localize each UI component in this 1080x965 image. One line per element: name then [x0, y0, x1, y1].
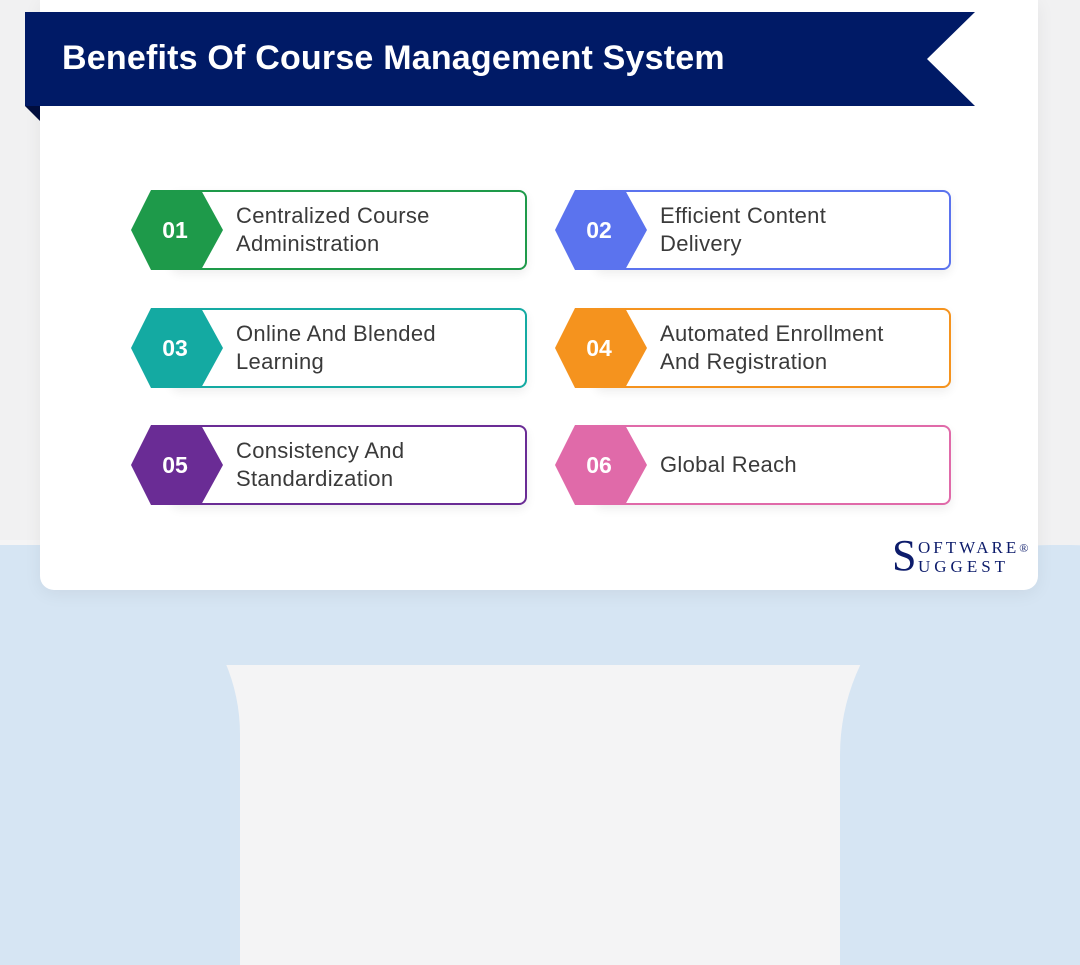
background-right-panel	[1038, 0, 1080, 545]
hexagon-badge-icon	[131, 425, 223, 505]
benefit-box	[171, 190, 527, 270]
title-banner: Benefits Of Course Management System	[25, 12, 975, 121]
benefit-label-line2: Administration	[236, 231, 380, 256]
benefit-item-06: 06 Global Reach	[555, 425, 951, 505]
page-title: Benefits Of Course Management System	[62, 39, 725, 77]
benefit-number: 05	[162, 452, 188, 478]
softwaresuggest-logo: S OFTWARE® UGGEST	[892, 531, 1032, 580]
benefit-label-line1: Consistency And	[236, 438, 405, 463]
ribbon-shape	[25, 12, 975, 121]
benefit-label-line1: Global Reach	[660, 452, 797, 477]
benefit-box	[595, 308, 951, 388]
benefit-label-line1: Automated Enrollment	[660, 321, 884, 346]
benefit-box	[595, 190, 951, 270]
logo-initial: S	[892, 531, 917, 580]
benefit-number: 02	[586, 217, 612, 243]
hexagon-badge-icon	[555, 308, 647, 388]
hexagon-badge-icon	[131, 190, 223, 270]
benefit-label-line2: Delivery	[660, 231, 742, 256]
benefit-label-line1: Efficient Content	[660, 203, 827, 228]
benefit-label-line2: Standardization	[236, 466, 394, 491]
benefit-box	[171, 425, 527, 505]
benefit-label-line2: Learning	[236, 349, 325, 374]
hexagon-badge-icon	[555, 425, 647, 505]
benefit-box	[171, 308, 527, 388]
benefit-label-line1: Centralized Course	[236, 203, 430, 228]
benefit-number: 01	[162, 217, 188, 243]
registered-mark-icon: ®	[1019, 541, 1029, 555]
hexagon-badge-icon	[131, 308, 223, 388]
benefit-label-line1: Online And Blended	[236, 321, 436, 346]
benefit-number: 04	[586, 335, 612, 361]
logo-top-text: OFTWARE®	[918, 539, 1028, 557]
benefit-number: 06	[586, 452, 612, 478]
logo-top-word: OFTWARE	[918, 538, 1020, 557]
benefit-box	[595, 425, 951, 505]
benefit-number: 03	[162, 335, 188, 361]
benefit-label-line2: And Registration	[660, 349, 828, 374]
logo-bottom-text: UGGEST	[918, 557, 1010, 576]
benefit-label: Global Reach	[660, 425, 940, 505]
hexagon-badge-icon	[555, 190, 647, 270]
